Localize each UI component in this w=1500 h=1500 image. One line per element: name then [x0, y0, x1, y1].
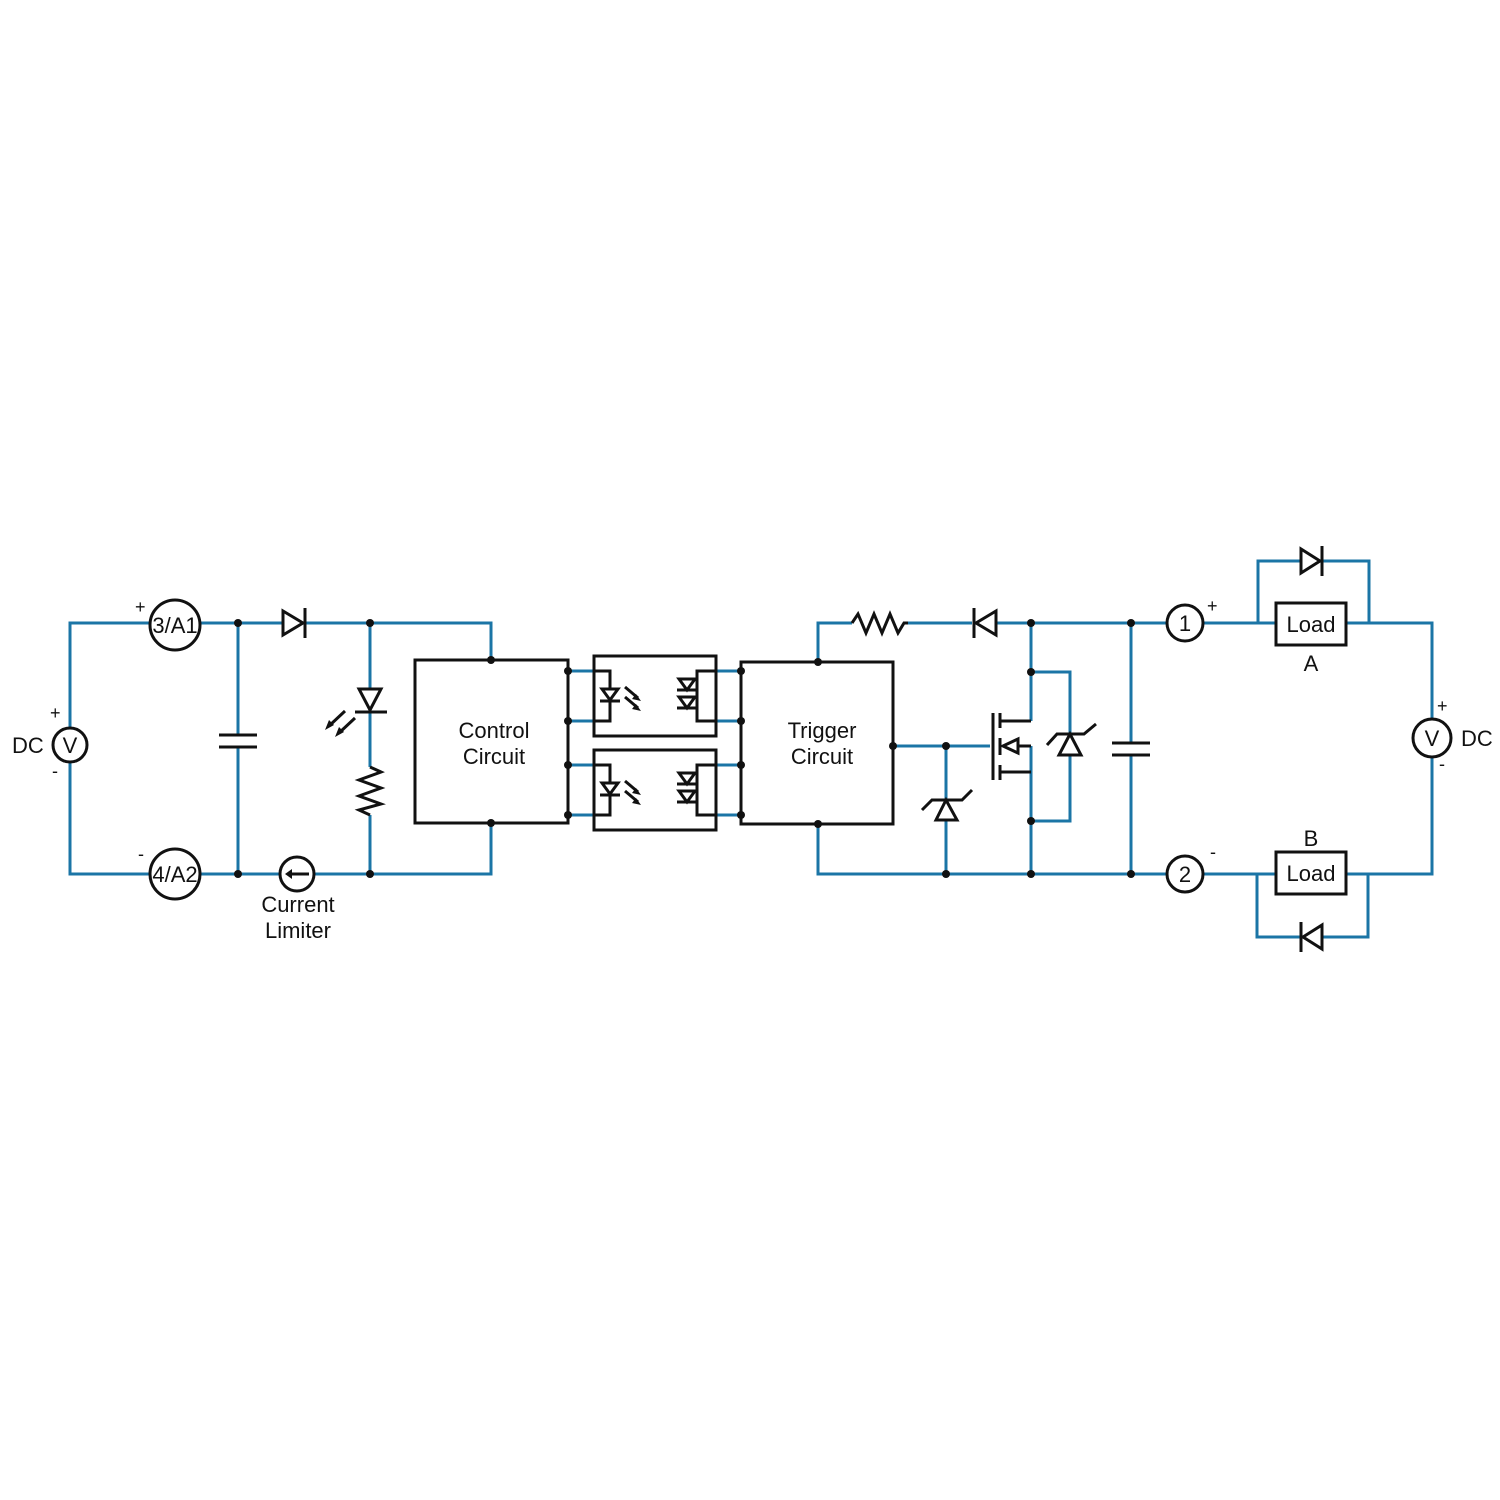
minus-sign: - — [52, 761, 58, 781]
mosfet — [991, 713, 1031, 780]
plus-sign: + — [1437, 696, 1448, 716]
trigger-label-1: Trigger — [788, 718, 857, 743]
load-wires — [1204, 559, 1434, 939]
terminal-polarity: - — [1210, 842, 1216, 862]
load-b: Load B — [1274, 826, 1348, 896]
terminal-3-a1: 3/A1 + — [135, 597, 202, 652]
diode-output-series — [972, 608, 998, 638]
diode-freewheel-b — [1299, 922, 1324, 952]
resistor-led — [354, 765, 386, 817]
resistor-output — [850, 610, 908, 637]
junctions-output — [814, 619, 1135, 878]
source-symbol: V — [1425, 726, 1440, 751]
terminal-2: 2 - — [1165, 842, 1216, 894]
load-a-label: Load — [1287, 612, 1336, 637]
source-label: DC — [1461, 726, 1493, 751]
current-limiter-label-2: Limiter — [265, 918, 331, 943]
terminal-label: 1 — [1179, 611, 1191, 636]
junctions-input — [234, 619, 495, 878]
load-b-tag: B — [1304, 826, 1319, 851]
diode-freewheel-a — [1299, 546, 1324, 576]
terminal-polarity: + — [135, 597, 146, 617]
load-a-tag: A — [1304, 651, 1319, 676]
zener-diode-drain — [1045, 722, 1097, 757]
terminal-polarity: + — [1207, 596, 1218, 616]
control-label-1: Control — [459, 718, 530, 743]
source-symbol: V — [63, 733, 78, 758]
current-limiter-label-1: Current — [261, 892, 334, 917]
load-b-label: Load — [1287, 861, 1336, 886]
trigger-label-2: Circuit — [791, 744, 853, 769]
diode-input-series — [281, 608, 307, 638]
dc-voltage-source-input: V DC + - — [12, 703, 89, 781]
terminal-1: 1 + — [1165, 596, 1218, 643]
terminal-label: 4/A2 — [152, 862, 197, 887]
minus-sign: - — [1439, 754, 1445, 774]
led-indicator — [325, 687, 387, 737]
load-a: Load A — [1274, 601, 1348, 676]
terminal-label: 3/A1 — [152, 613, 197, 638]
zener-diode-gate — [920, 788, 974, 822]
trigger-circuit-block: Trigger Circuit — [739, 660, 895, 826]
terminal-label: 2 — [1179, 862, 1191, 887]
optocoupler-bottom — [592, 748, 718, 832]
capacitor-input — [219, 733, 257, 749]
plus-sign: + — [50, 703, 61, 723]
terminal-4-a2: 4/A2 - — [138, 844, 202, 901]
control-circuit-block: Control Circuit — [413, 658, 570, 825]
control-label-2: Circuit — [463, 744, 525, 769]
source-label: DC — [12, 733, 44, 758]
optocoupler-top — [592, 654, 718, 738]
capacitor-output — [1112, 741, 1150, 757]
current-limiter: Current Limiter — [261, 855, 335, 943]
dc-voltage-source-output: V DC + - — [1411, 696, 1493, 774]
optocoupler-wires — [564, 667, 745, 819]
terminal-polarity: - — [138, 844, 144, 864]
